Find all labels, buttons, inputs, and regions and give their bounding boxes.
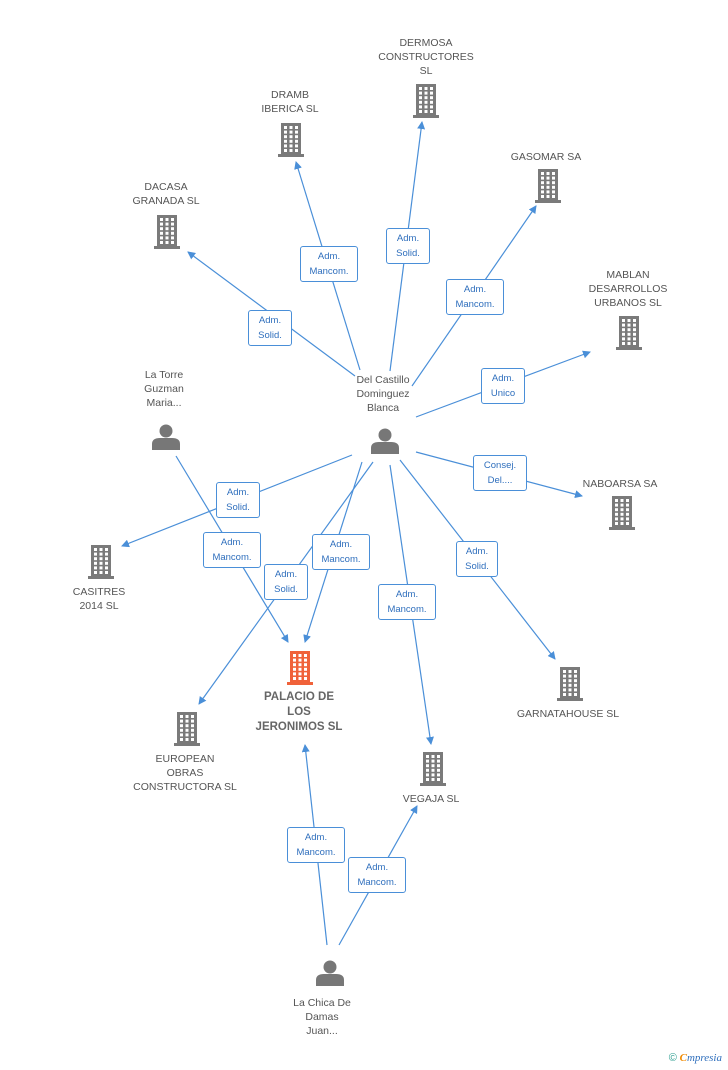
torre-person-icon[interactable] [152, 424, 180, 451]
node-label-vegaja[interactable]: VEGAJA SL [402, 793, 460, 805]
castillo-person-icon[interactable] [371, 428, 399, 455]
palacio-building-icon[interactable] [287, 651, 313, 685]
node-label-garnata[interactable]: GARNATAHOUSE SL [516, 708, 620, 720]
edge-label-castillo-naboarsa[interactable]: Consej. Del.... [473, 455, 527, 491]
vegaja-building-icon[interactable] [420, 752, 446, 786]
edge-label-castillo-dramb[interactable]: Adm. Mancom. [300, 246, 358, 282]
node-label-dramb[interactable]: DRAMB IBERICA SL [261, 89, 319, 115]
european-building-icon[interactable] [174, 712, 200, 746]
mablan-building-icon[interactable] [616, 316, 642, 350]
dermosa-building-icon[interactable] [413, 84, 439, 118]
casitres-building-icon[interactable] [88, 545, 114, 579]
node-label-palacio[interactable]: PALACIO DE LOS JERONIMOS SL [255, 691, 343, 733]
node-label-castillo[interactable]: Del Castillo Dominguez Blanca [356, 374, 410, 414]
naboarsa-building-icon[interactable] [609, 496, 635, 530]
dacasa-building-icon[interactable] [154, 215, 180, 249]
garnata-building-icon[interactable] [557, 667, 583, 701]
node-label-european[interactable]: EUROPEAN OBRAS CONSTRUCTORA SL [133, 753, 237, 793]
edge-label-castillo-dermosa[interactable]: Adm. Solid. [386, 228, 430, 264]
edge-label-castillo-european[interactable]: Adm. Solid. [264, 564, 308, 600]
node-label-chica[interactable]: La Chica De Damas Juan... [293, 997, 351, 1037]
dramb-building-icon[interactable] [278, 123, 304, 157]
node-label-torre[interactable]: La Torre Guzman Maria... [144, 369, 184, 409]
node-label-mablan[interactable]: MABLAN DESARROLLOS URBANOS SL [588, 269, 668, 309]
edge-label-castillo-casitres[interactable]: Adm. Solid. [216, 482, 260, 518]
edge-label-castillo-dacasa[interactable]: Adm. Solid. [248, 310, 292, 346]
edge-label-chica-palacio[interactable]: Adm. Mancom. [287, 827, 345, 863]
brand-logo-text: mpresia [686, 1052, 722, 1064]
node-label-naboarsa[interactable]: NABOARSA SA [582, 478, 658, 490]
brand-logo-initial: C [679, 1052, 687, 1064]
node-label-dacasa[interactable]: DACASA GRANADA SL [132, 181, 200, 207]
edge-label-castillo-mablan[interactable]: Adm. Unico [481, 368, 525, 404]
edge-label-castillo-vegaja[interactable]: Adm. Mancom. [378, 584, 436, 620]
copyright-icon: © [668, 1052, 677, 1064]
chica-person-icon[interactable] [316, 960, 344, 987]
node-label-dermosa[interactable]: DERMOSA CONSTRUCTORES SL [378, 37, 474, 77]
edge-label-castillo-garnata[interactable]: Adm. Solid. [456, 541, 498, 577]
edge-label-chica-vegaja[interactable]: Adm. Mancom. [348, 857, 406, 893]
edge-label-torre-palacio[interactable]: Adm. Mancom. [203, 532, 261, 568]
node-label-gasomar[interactable]: GASOMAR SA [510, 151, 582, 163]
brand-footer: © Cmpresia [669, 1052, 722, 1064]
node-label-casitres[interactable]: CASITRES 2014 SL [72, 586, 126, 612]
edge-label-castillo-palacio[interactable]: Adm. Mancom. [312, 534, 370, 570]
edge-label-castillo-gasomar[interactable]: Adm. Mancom. [446, 279, 504, 315]
gasomar-building-icon[interactable] [535, 169, 561, 203]
